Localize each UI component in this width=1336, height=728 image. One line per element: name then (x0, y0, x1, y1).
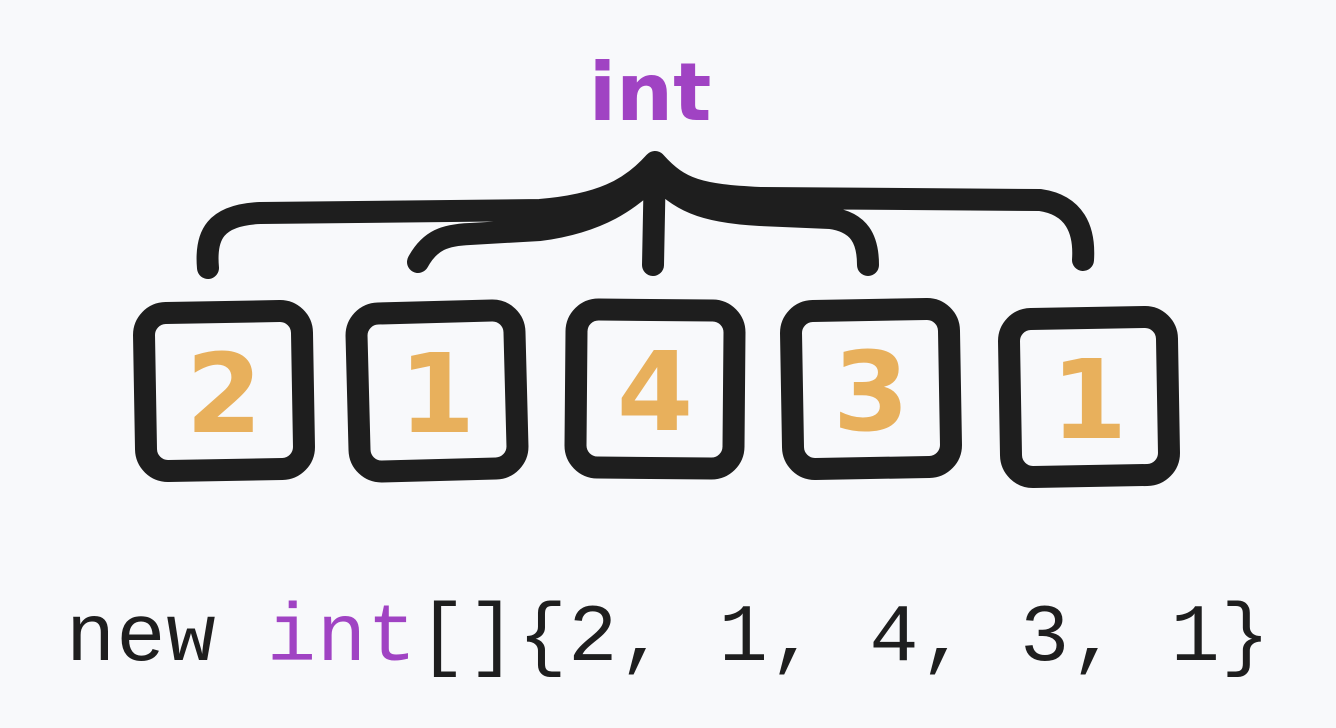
code-snippet: new int[]{2, 1, 4, 3, 1} (66, 592, 1271, 685)
array-cell (780, 298, 962, 480)
code-type: int (266, 592, 418, 685)
array-value: 3 (833, 328, 910, 456)
array-cell (133, 300, 315, 482)
code-rest: []{2, 1, 4, 3, 1} (417, 592, 1272, 685)
array-value: 4 (617, 328, 694, 456)
type-label: int (589, 46, 712, 139)
array-value: 1 (399, 330, 476, 458)
array-cell (345, 299, 529, 483)
array-value: 2 (186, 330, 263, 458)
brace (196, 151, 1095, 279)
array-cell (564, 298, 746, 480)
code-new: new (66, 592, 267, 685)
array-value: 1 (1051, 336, 1128, 464)
array-cell (998, 306, 1180, 488)
